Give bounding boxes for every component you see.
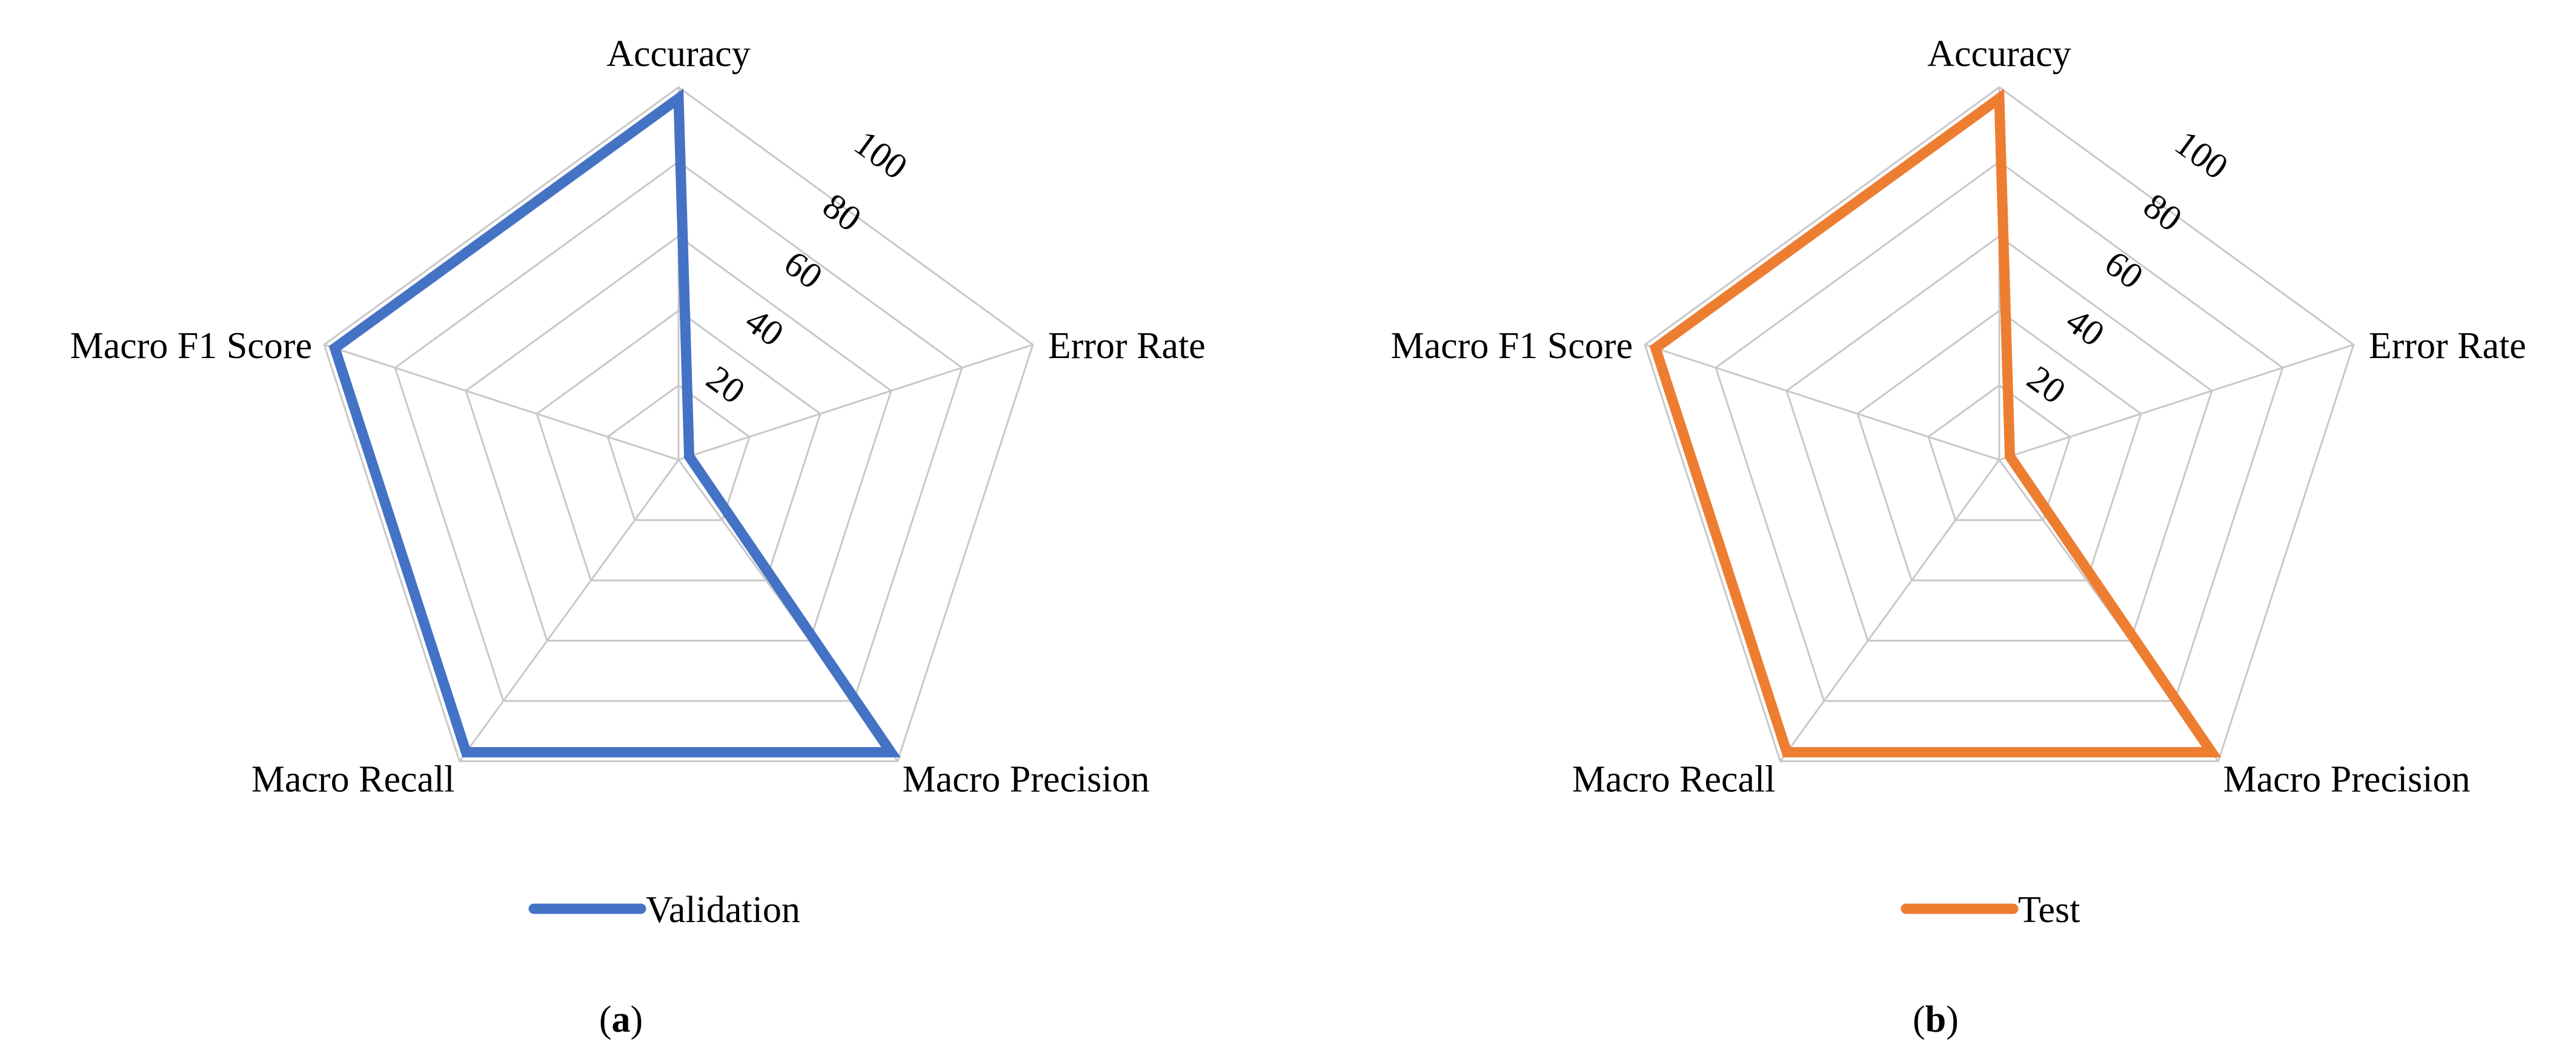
axis-spoke xyxy=(1644,344,2000,461)
axis-label: Macro Precision xyxy=(2223,759,2470,800)
radial-tick-label: 100 xyxy=(2168,122,2236,187)
axis-label: Macro Recall xyxy=(1572,759,1776,800)
axis-spoke xyxy=(459,459,680,762)
axis-spoke xyxy=(1999,344,2354,461)
radial-tick-label: 60 xyxy=(777,243,829,297)
grid-ring xyxy=(1785,235,2213,642)
panel-label: a xyxy=(612,999,631,1040)
radial-tick-label: 20 xyxy=(699,357,752,411)
grid-ring xyxy=(1644,86,2355,763)
grid-ring xyxy=(465,235,892,642)
grid-ring xyxy=(606,384,751,522)
panel-label: b xyxy=(1925,999,1946,1040)
axis-spoke xyxy=(1779,459,2000,762)
radial-tick-label: 60 xyxy=(2097,243,2150,297)
panel-caption: (a) xyxy=(599,999,643,1040)
grid-ring xyxy=(536,310,822,582)
panel-caption: (b) xyxy=(1913,999,1959,1040)
data-point xyxy=(678,98,679,99)
data-point xyxy=(1655,347,1656,349)
axis-label: Error Rate xyxy=(2369,325,2526,367)
axis-label: Macro F1 Score xyxy=(1391,325,1633,367)
radial-tick-label: 40 xyxy=(738,301,791,354)
data-point xyxy=(1999,98,2000,99)
axis-label: Error Rate xyxy=(1048,325,1206,367)
legend-label: Test xyxy=(2018,889,2080,931)
axis-label: Accuracy xyxy=(1927,33,2071,75)
axis-label: Macro F1 Score xyxy=(70,325,312,367)
data-point xyxy=(1786,751,1788,753)
grid-ring xyxy=(1927,384,2071,522)
data-point xyxy=(2211,751,2213,753)
data-point xyxy=(890,751,892,753)
radial-tick-label: 40 xyxy=(2059,301,2111,354)
axis-label: Accuracy xyxy=(606,33,751,75)
data-point xyxy=(334,347,336,349)
axis-spoke xyxy=(678,344,1034,461)
legend-label: Validation xyxy=(646,889,800,931)
data-point xyxy=(2009,456,2011,457)
series-line xyxy=(1649,88,2222,758)
data-point xyxy=(465,751,467,753)
grid-ring xyxy=(1715,161,2284,702)
axis-label: Macro Recall xyxy=(251,759,455,800)
axis-spoke xyxy=(324,344,679,461)
radial-tick-label: 100 xyxy=(847,122,915,187)
series-line xyxy=(328,88,901,758)
grid-ring xyxy=(323,86,1034,763)
grid-ring xyxy=(1856,310,2142,582)
radial-tick-label: 20 xyxy=(2020,357,2073,411)
axis-label: Macro Precision xyxy=(902,759,1149,800)
data-point xyxy=(688,456,690,457)
grid-ring xyxy=(394,161,963,702)
